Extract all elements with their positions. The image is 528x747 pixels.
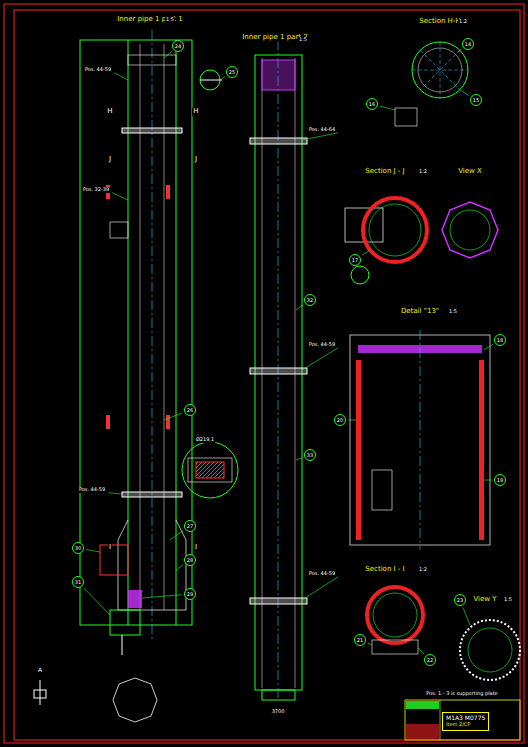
callout-number: 25 [226, 66, 238, 78]
note-text: 1:5 [298, 37, 308, 43]
sheet-note: Item 2/CP [446, 722, 485, 728]
leader-line [302, 348, 338, 370]
title-block: M1A3 M0775Item 2/CP [442, 712, 489, 731]
callout-number: 29 [184, 588, 196, 600]
callout-number: 31 [72, 576, 84, 588]
note-text: 3700 [271, 709, 286, 715]
note-text: Pos. 44-59 [78, 487, 106, 493]
note-text: A [37, 667, 43, 674]
note-text: 1:5 [448, 309, 458, 315]
note-text: 1:2 [418, 169, 428, 175]
note-text: Pos. 44-59 [308, 342, 336, 348]
callout-number: 30 [72, 542, 84, 554]
view-title: H [192, 108, 199, 116]
view-title: H [106, 108, 113, 116]
leader-line [170, 531, 183, 540]
leader-line [302, 133, 338, 140]
leader-line [458, 49, 462, 52]
drawing-number: M1A3 M0775 [446, 715, 485, 722]
view-title: Section J - J [364, 168, 405, 176]
leader-line [368, 643, 372, 645]
leader-line [302, 577, 338, 600]
callout-number: 20 [334, 414, 346, 426]
note-text: 1:2 [418, 567, 428, 573]
callout-number: 16 [366, 98, 378, 110]
callout-number: 28 [184, 554, 196, 566]
view-title: Section H-H [418, 18, 461, 26]
note-text: Pos. 44-64 [308, 127, 336, 133]
leader-line [348, 420, 356, 421]
note-text: Pos. 32-39 [82, 187, 110, 193]
callout-number: 23 [454, 594, 466, 606]
note-text: 1:5 [165, 17, 175, 23]
callout-number: 27 [184, 520, 196, 532]
leader-line [460, 90, 469, 96]
callout-number: 26 [184, 404, 196, 416]
callout-number: 19 [494, 474, 506, 486]
view-title: I [108, 544, 112, 552]
view-title: View Y [472, 596, 497, 604]
leader-line [296, 458, 302, 460]
note-text: Ø219,1 [195, 437, 215, 443]
leader-line [86, 549, 100, 552]
leader-line [114, 73, 128, 80]
callout-number: 32 [304, 294, 316, 306]
leader-line [176, 565, 183, 570]
leader-line [362, 250, 370, 255]
view-title: I [194, 544, 198, 552]
callout-number: 14 [462, 38, 474, 50]
note-text: Pos. 44-59 [84, 67, 112, 73]
leader-line [142, 595, 182, 598]
leader-line [484, 480, 492, 481]
view-title: View X [457, 168, 483, 176]
note-text: 1:5 [503, 597, 513, 603]
leader-line [164, 51, 172, 58]
view-title: J [108, 156, 112, 164]
leader-line [108, 493, 122, 494]
leader-line [463, 608, 470, 625]
callout-number: 24 [172, 40, 184, 52]
leader-line [418, 648, 424, 654]
leader-line [220, 77, 225, 80]
callout-number: 18 [494, 334, 506, 346]
leader-line [484, 344, 493, 350]
view-title: J [194, 156, 198, 164]
view-title: Section I - I [364, 566, 405, 574]
leader-line [84, 588, 110, 615]
callout-number: 17 [349, 254, 361, 266]
callout-number: 33 [304, 449, 316, 461]
note-text: Pos. 44-59 [308, 571, 336, 577]
note-text: Pos. 1 - 3 is supporting plate [425, 691, 498, 697]
note-text: 1:2 [458, 19, 468, 25]
leader-line [112, 193, 128, 200]
leader-line [164, 413, 182, 420]
callout-number: 21 [354, 634, 366, 646]
view-title: Detail "13" [400, 308, 440, 316]
leader-line [296, 305, 303, 310]
callout-number: 22 [424, 654, 436, 666]
leader-line [380, 106, 395, 110]
callout-number: 15 [470, 94, 482, 106]
